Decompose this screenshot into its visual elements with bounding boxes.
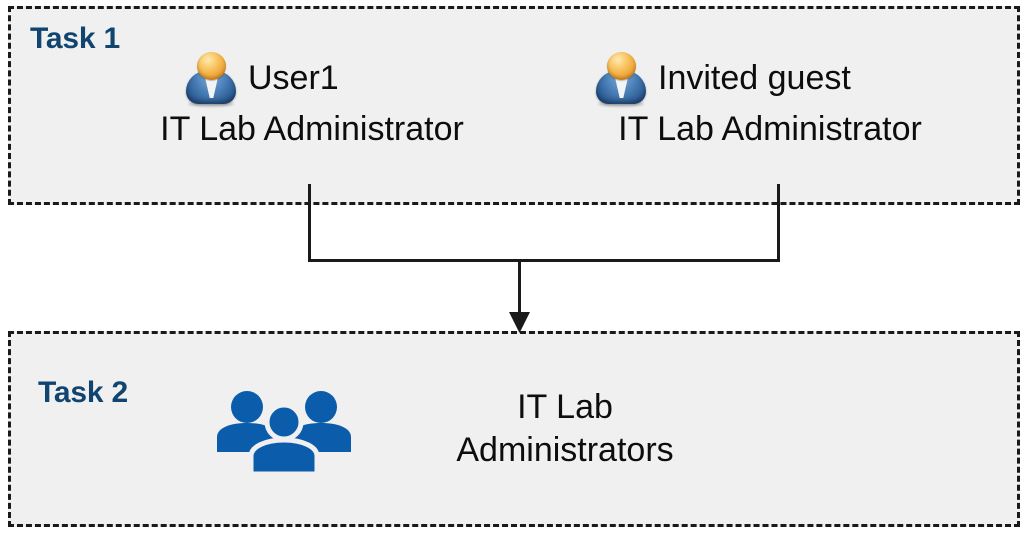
single-user-icon [182,49,240,107]
user-icon-shadow [188,101,234,107]
user-icon-head [607,52,636,80]
task-2-label: Task 2 [38,376,128,409]
person-invited-guest-row: Invited guest [592,48,948,108]
user-icon-shadow [598,101,644,107]
user-icon-head [197,52,226,80]
person-user1: User1 IT Lab Administrator [138,48,486,146]
person-user1-role: IT Lab Administrator [160,110,464,148]
task-1-box [8,6,1020,205]
person-user1-row: User1 [138,48,486,108]
single-user-icon [592,49,650,107]
person-invited-guest-role: IT Lab Administrator [618,110,922,148]
user-group-icon [214,390,354,476]
group-name-line-1: IT Lab [517,388,613,426]
person-invited-guest: Invited guest IT Lab Administrator [592,48,948,146]
group-name-label: IT Lab Administrators [420,386,710,472]
person-user1-name: User1 [248,59,339,97]
person-invited-guest-name: Invited guest [658,59,851,97]
task-1-label: Task 1 [30,22,120,55]
group-name-line-2: Administrators [456,430,674,469]
